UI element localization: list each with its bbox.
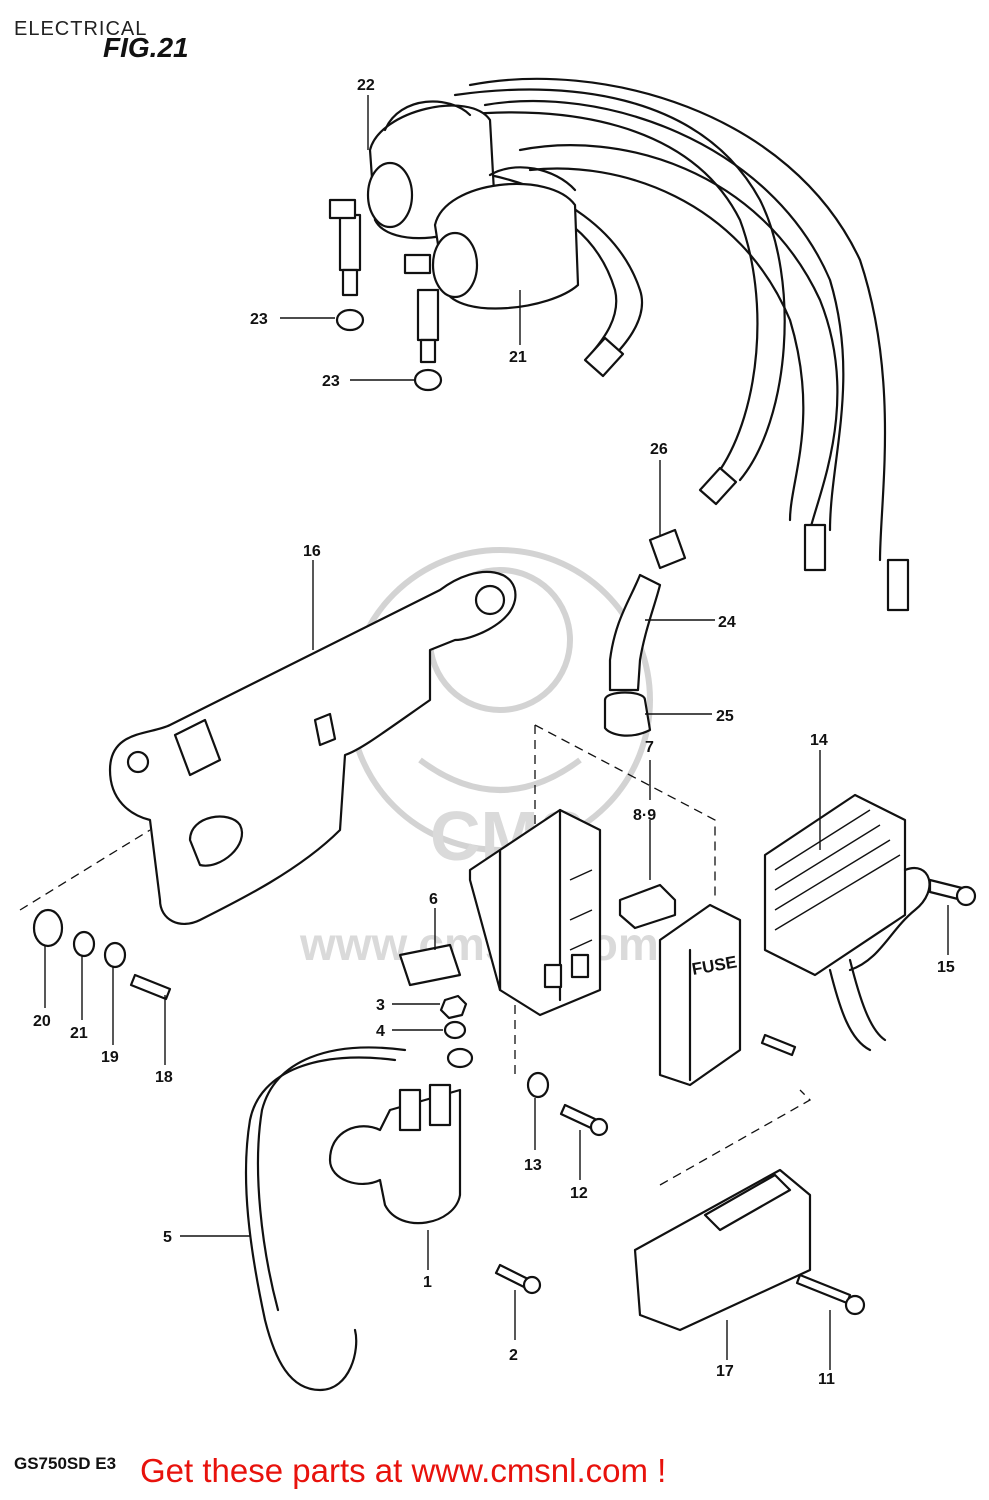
callout-16: 17 <box>716 1363 734 1380</box>
callout-20: 21 <box>70 1025 88 1042</box>
callout-26: 26 <box>650 441 668 458</box>
callout-25: 25 <box>716 708 734 725</box>
nut-3 <box>439 994 468 1020</box>
callout-2: 2 <box>509 1347 518 1364</box>
washer-4 <box>443 1020 467 1040</box>
fuse-box-cover: FUSE <box>658 903 742 1087</box>
ignition-wires <box>453 77 910 612</box>
callout-1: 1 <box>423 1274 432 1291</box>
callout-18: 19 <box>101 1049 119 1066</box>
grommet-19 <box>32 908 64 948</box>
assembly-guideline-7 <box>534 724 716 900</box>
callout-10: 11 <box>818 1371 835 1388</box>
battery-cable-5 <box>244 1056 397 1392</box>
callout-11: 12 <box>570 1185 588 1202</box>
callout-15: 16 <box>303 543 321 560</box>
watermark-text: www.cmsnl.com <box>299 918 659 970</box>
regulator-13 <box>763 793 931 1052</box>
bracket-16 <box>633 1168 812 1332</box>
spacer-20 <box>72 930 96 958</box>
bolt-10 <box>795 1273 852 1305</box>
callout-22: 22 <box>357 77 375 94</box>
callout-7: 7 <box>645 739 654 756</box>
callout-21: 21 <box>509 349 527 366</box>
ignition-coil-21 <box>403 166 580 364</box>
washer-12 <box>526 1071 550 1099</box>
callout-13: 14 <box>810 732 828 749</box>
terminal-cover-6 <box>398 943 462 987</box>
callout-12: 13 <box>524 1157 542 1174</box>
callout-5: 5 <box>163 1229 172 1246</box>
callout-23b: 23 <box>322 373 340 390</box>
bolt-17 <box>129 973 172 1001</box>
assembly-guideline-bracket <box>19 829 151 911</box>
screw-11 <box>559 1103 597 1130</box>
leaders <box>44 95 949 1370</box>
cover-screw <box>760 1033 797 1057</box>
callout-23a: 23 <box>250 311 268 328</box>
parts-link-text[interactable]: Get these parts at www.cmsnl.com ! <box>140 1452 667 1489</box>
starter-relay-1 <box>328 1083 462 1225</box>
callout-24: 24 <box>718 614 736 631</box>
fuse-holder-7 <box>468 808 602 1017</box>
blade-fuse-8-9 <box>618 883 677 930</box>
nut-23a <box>335 308 365 332</box>
plug-cap-assembly <box>603 528 687 737</box>
callout-19: 20 <box>33 1013 51 1030</box>
callout-6: 6 <box>429 891 438 908</box>
callout-3: 3 <box>376 997 385 1014</box>
assembly-guideline-16 <box>659 1089 812 1186</box>
callout-17: 18 <box>155 1069 173 1086</box>
callout-8-9: 8·9 <box>633 807 656 824</box>
callout-4: 4 <box>376 1023 385 1040</box>
callout-numbers: 22 23 23 21 26 24 25 16 14 7 8·9 6 3 4 5… <box>33 77 955 1388</box>
figure-label: FIG.21 <box>103 32 189 63</box>
section-title: ELECTRICAL <box>14 18 148 40</box>
washer-18 <box>103 941 127 969</box>
mounting-bracket-15 <box>108 570 517 925</box>
nut-23b <box>413 368 443 392</box>
model-code: GS750SD E3 <box>14 1454 117 1473</box>
callout-14: 15 <box>937 959 955 976</box>
